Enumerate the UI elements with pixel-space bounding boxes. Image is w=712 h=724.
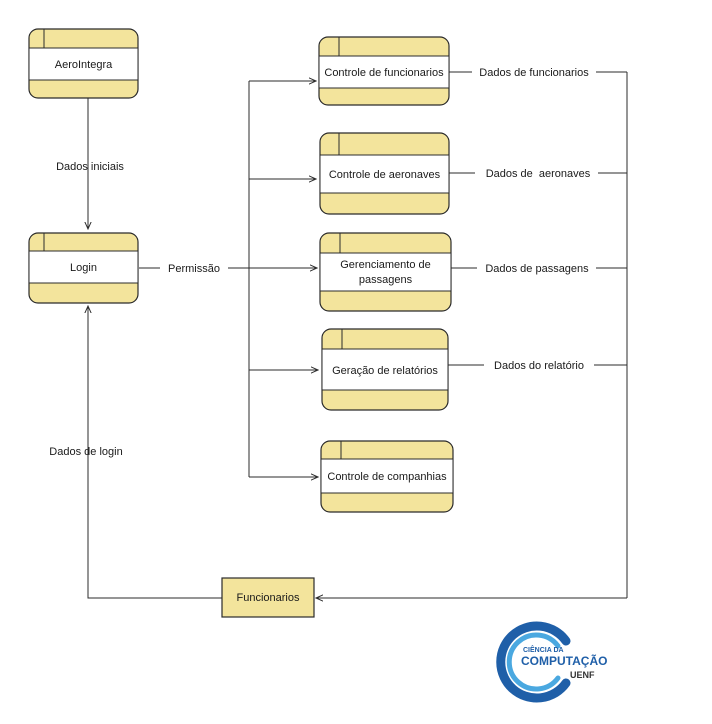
logo-text-line3: UENF [570,670,595,680]
process-geracao-relatorios: Geração de relatórios [321,328,449,411]
uenf-logo: CIÊNCIA DA COMPUTAÇÃO UENF [496,621,607,703]
flow-label-dados-passagens: Dados de passagens [485,263,589,275]
process-label-controle-companhias: Controle de companhias [327,471,447,483]
process-label-geracao-relatorios: Geração de relatórios [332,365,438,377]
process-controle-funcionarios: Controle de funcionarios [318,36,450,106]
logo-ring-inner [506,632,561,692]
logo-text-line1: CIÊNCIA DA [523,645,564,654]
process-label-aerointegra: AeroIntegra [55,59,113,71]
process-aerointegra: AeroIntegra [28,28,139,99]
process-controle-aeronaves: Controle de aeronaves [319,132,450,215]
flow-line-dados-login [88,306,222,599]
datastore-label-funcionarios: Funcionarios [237,592,300,604]
flow-label-dados-login: Dados de login [49,446,122,458]
datastore-funcionarios: Funcionarios [221,577,315,618]
process-label-login: Login [70,262,97,274]
logo-ring-outer [496,621,571,703]
process-label-gerenciamento-line2: passagens [359,274,413,286]
flow-label-dados-funcionarios: Dados de funcionarios [479,67,589,79]
process-label-controle-aeronaves: Controle de aeronaves [329,169,441,181]
flow-label-permissao: Permissão [168,263,220,275]
flow-label-dados-iniciais: Dados iniciais [56,161,124,173]
process-login: Login [28,232,139,304]
process-gerenciamento-passagens: Gerenciamento de passagens [319,232,452,312]
flow-label-dados-relatorio: Dados do relatório [494,360,584,372]
process-controle-companhias: Controle de companhias [320,440,454,513]
logo-text-line2: COMPUTAÇÃO [521,653,607,668]
process-label-gerenciamento-line1: Gerenciamento de [340,259,431,271]
flow-label-dados-aeronaves: Dados de aeronaves [486,168,591,180]
process-label-controle-funcionarios: Controle de funcionarios [324,67,444,79]
